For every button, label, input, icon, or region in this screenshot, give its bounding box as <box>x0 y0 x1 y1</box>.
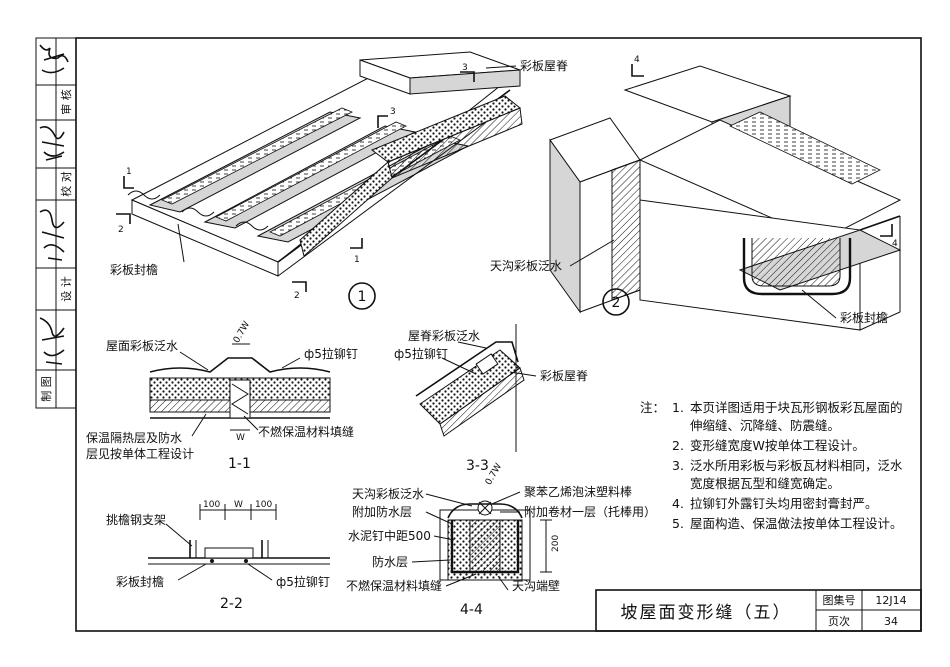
page-number: 34 <box>884 615 898 628</box>
note-number: 4. <box>672 496 684 511</box>
note-number: 2. <box>672 438 684 453</box>
section-1-1: 0.7W W 屋面彩板泛水 ф5拉铆钉 不燃保温材料填缝 保温隔热层及防水 层见… <box>86 320 358 472</box>
label-gutter-flashing: 天沟彩板泛水 <box>490 259 562 273</box>
note-line: 伸缩缝、沉降缝、防震缝。 <box>690 418 840 433</box>
page-label: 页次 <box>828 614 850 628</box>
view-number-circle <box>602 288 630 316</box>
dim-label: 0.7W <box>232 320 252 345</box>
view-2-isometric: 4 4 天沟彩板泛水 彩板封檐 2 <box>490 55 902 331</box>
atlas-number: 12J14 <box>875 594 906 607</box>
label-flashing: 屋面彩板泛水 <box>106 339 178 353</box>
note-line: 宽度根据瓦型和缝宽确定。 <box>690 476 840 491</box>
note-line: 泛水所用彩板与彩板瓦材料相同，泛水 <box>690 458 903 473</box>
title-block: 坡屋面变形缝（五） 图集号 12J14 页次 34 <box>595 589 922 632</box>
signature-mark <box>39 209 65 261</box>
label-eave: 彩板封檐 <box>116 575 164 589</box>
note-number: 3. <box>672 458 684 473</box>
cut-label: 4 <box>634 55 640 65</box>
view-1-isometric: 1 2 2 1 3 3 彩板屋脊 彩板封檐 1 <box>110 51 568 310</box>
cut-label: 2 <box>118 225 124 235</box>
label-ridge: 彩板屋脊 <box>520 59 568 73</box>
cut-label: 1 <box>354 255 360 265</box>
sidebar-label: 校 对 <box>59 171 73 197</box>
note-line: 变形缝宽度W按单体工程设计。 <box>690 438 865 453</box>
note-number: 5. <box>672 516 684 531</box>
sidebar-label: 制 图 <box>40 376 53 402</box>
dim-label: 100 <box>255 500 272 510</box>
drawing-title: 坡屋面变形缝（五） <box>621 603 792 623</box>
section-title: 2-2 <box>220 596 243 612</box>
label-extra-wp: 附加防水层 <box>352 504 412 519</box>
label-eave: 彩板封檐 <box>110 263 158 277</box>
label-layers: 层见按单体工程设计 <box>86 446 194 461</box>
sidebar-label: 审 核 <box>59 89 73 115</box>
label-fill: 不燃保温材料填缝 <box>258 424 354 439</box>
section-title: 4-4 <box>460 602 483 618</box>
cut-label: 1 <box>126 167 132 177</box>
dim-label: 100 <box>203 500 220 510</box>
label-bracket: 挑檐钢支架 <box>106 513 166 527</box>
note-number: 1. <box>672 400 684 415</box>
label-foam: 聚苯乙烯泡沫塑料棒 <box>524 484 632 499</box>
cut-label: 2 <box>294 291 300 301</box>
section-title: 3-3 <box>466 458 489 474</box>
signature-mark <box>39 317 65 365</box>
cut-label: 4 <box>892 239 898 249</box>
label-rivet: ф5拉铆钉 <box>304 346 358 361</box>
view-number-circle <box>348 282 376 310</box>
label-wp: 防水层 <box>372 554 408 569</box>
note-line: 本页详图适用于块瓦形钢板彩瓦屋面的 <box>690 400 903 415</box>
label-fill: 不燃保温材料填缝 <box>346 578 442 593</box>
signature-sidebar: 审 核 校 对 设 计 制 图 <box>35 37 77 409</box>
label-layers: 保温隔热层及防水 <box>86 430 182 445</box>
dim-label: W <box>236 433 245 443</box>
label-rivet: ф5拉铆钉 <box>394 346 448 361</box>
label-ridge-flashing: 屋脊彩板泛水 <box>408 329 480 343</box>
notes: 注： 1. 本页详图适用于块瓦形钢板彩瓦屋面的 伸缩缝、沉降缝、防震缝。 2. … <box>640 400 903 531</box>
sidebar-label: 设 计 <box>60 276 73 302</box>
label-nail: 水泥钉中距500 <box>348 528 431 543</box>
label-foam-membrane: 附加卷材一层（托棒用） <box>524 504 656 519</box>
note-line: 屋面构造、保温做法按单体工程设计。 <box>690 516 903 531</box>
note-line: 拉铆钉外露钉头均用密封膏封严。 <box>690 496 878 511</box>
section-4-4: 200 0.7W 天沟彩板泛水 附加防水层 水泥钉中距500 防水层 不燃保温材… <box>346 462 656 618</box>
cut-label: 3 <box>390 107 396 117</box>
signature-mark <box>39 44 69 74</box>
signature-mark <box>39 126 65 161</box>
label-gutter-flashing: 天沟彩板泛水 <box>352 487 424 501</box>
label-ridge: 彩板屋脊 <box>540 369 588 383</box>
dim-label: 200 <box>551 535 561 552</box>
view-number: 1 <box>358 289 367 305</box>
section-3-3: 屋脊彩板泛水 ф5拉铆钉 彩板屋脊 3-3 <box>394 324 588 474</box>
section-2-2: 100 W 100 挑檐钢支架 彩板封檐 ф5拉铆钉 2-2 <box>106 500 330 612</box>
section-title: 1-1 <box>228 456 251 472</box>
label-eave: 彩板封檐 <box>840 311 888 325</box>
label-rivet: ф5拉铆钉 <box>276 574 330 589</box>
atlas-label: 图集号 <box>823 593 856 607</box>
view-number: 2 <box>612 295 621 311</box>
label-wall: 天沟端壁 <box>512 578 560 593</box>
dim-label: W <box>234 500 243 510</box>
notes-heading: 注： <box>640 400 665 415</box>
cut-label: 3 <box>462 63 468 73</box>
